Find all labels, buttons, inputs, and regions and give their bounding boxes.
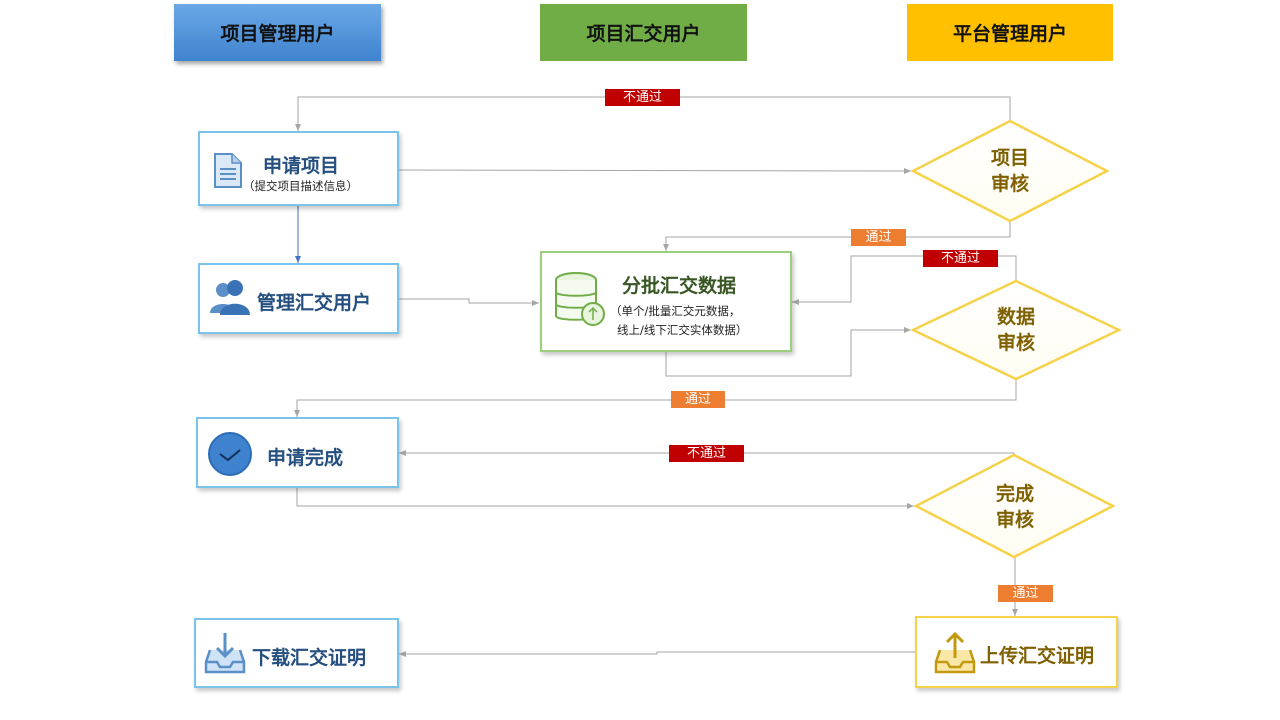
checkmark-icon	[208, 432, 252, 476]
connector-complete-to-review	[296, 488, 914, 509]
document-icon	[214, 153, 242, 188]
data-review-line1: 数据	[996, 306, 1035, 328]
data-review-label: 数据 审核	[976, 304, 1056, 356]
node-apply-complete: 申请完成	[196, 417, 399, 488]
download-icon	[204, 633, 246, 674]
diamond-project-review	[910, 119, 1110, 223]
batch-submit-subtitle-2: 线上/线下汇交实体数据）	[617, 323, 748, 337]
batch-submit-title: 分批汇交数据	[622, 275, 737, 297]
apply-project-title: 申请项目	[263, 155, 340, 177]
node-download-certificate: 下载汇交证明	[194, 618, 399, 688]
users-icon	[210, 280, 250, 315]
node-apply-project: 申请项目 （提交项目描述信息）	[198, 131, 399, 206]
diamond-data-review	[910, 279, 1122, 381]
lane-header-platform-admin: 平台管理用户	[907, 4, 1113, 61]
upload-certificate-title: 上传汇交证明	[980, 645, 1095, 667]
node-batch-submit: 分批汇交数据 （单个/批量汇交元数据， 线上/线下汇交实体数据）	[540, 251, 792, 352]
node-upload-certificate: 上传汇交证明	[915, 616, 1118, 688]
connector-upload-to-download	[399, 651, 915, 657]
apply-project-subtitle: （提交项目描述信息）	[243, 179, 358, 193]
complete-review-label: 完成 审核	[975, 481, 1055, 533]
complete-review-line2: 审核	[995, 509, 1034, 531]
lane-header-submitter: 项目汇交用户	[540, 4, 747, 61]
connector-data-fail	[792, 255, 1017, 305]
connector-apply-to-review	[398, 167, 912, 174]
data-review-line2: 审核	[996, 332, 1035, 354]
manage-submitters-title: 管理汇交用户	[257, 292, 372, 314]
lane-header-project-admin: 项目管理用户	[174, 4, 381, 61]
connector-manage-to-batch	[399, 298, 539, 306]
database-upload-icon	[555, 272, 605, 326]
tag-complete-fail: 不通过	[669, 445, 744, 462]
project-review-line2: 审核	[990, 173, 1029, 195]
connector-project-pass	[663, 221, 1011, 251]
complete-review-line1: 完成	[995, 483, 1034, 505]
tag-project-pass: 通过	[851, 229, 906, 246]
connector-batch-to-review	[665, 327, 911, 377]
tag-project-fail: 不通过	[605, 89, 680, 106]
tag-data-fail: 不通过	[923, 250, 998, 267]
apply-complete-title: 申请完成	[267, 447, 344, 469]
tag-complete-pass: 通过	[998, 585, 1053, 602]
diamond-complete-review	[913, 453, 1116, 559]
project-review-line1: 项目	[990, 147, 1029, 169]
node-manage-submitters: 管理汇交用户	[198, 263, 399, 334]
tag-data-pass: 通过	[671, 391, 725, 408]
download-certificate-title: 下载汇交证明	[252, 647, 367, 669]
connector-data-pass	[294, 379, 1017, 417]
upload-icon	[934, 631, 976, 674]
project-review-label: 项目 审核	[970, 145, 1050, 197]
batch-submit-subtitle-1: （单个/批量汇交元数据，	[610, 304, 741, 318]
